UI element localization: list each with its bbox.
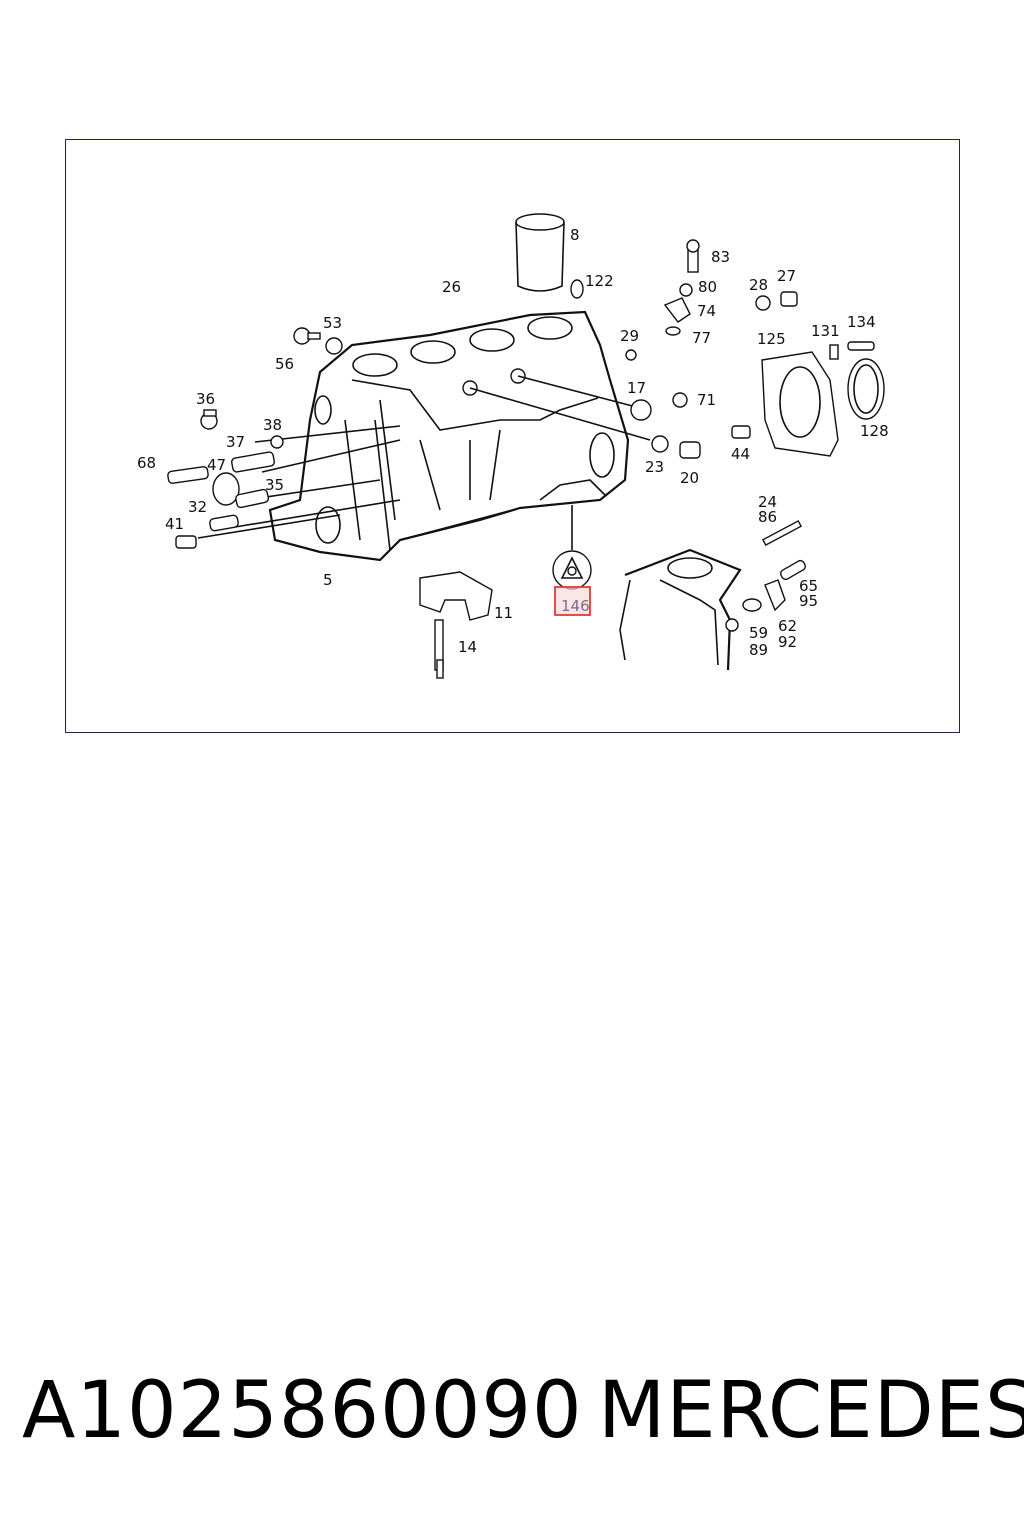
callout-86: 86 [758, 508, 777, 526]
right-upper-parts [625, 239, 798, 459]
callout-131: 131 [811, 322, 840, 340]
callout-26: 26 [442, 278, 461, 296]
callout-71: 71 [697, 391, 716, 409]
callout-122: 122 [585, 272, 614, 290]
callout-41: 41 [165, 515, 184, 533]
cylinder-liner-part [515, 213, 584, 299]
callout-59: 59 [749, 624, 768, 642]
rear-seal-housing-part [761, 341, 885, 457]
brand-name: MERCEDES [598, 1366, 1024, 1456]
callout-83: 83 [711, 248, 730, 266]
part-146-cover [552, 550, 592, 590]
callout-65: 65 [799, 577, 818, 595]
callout-89: 89 [749, 641, 768, 659]
callout-37: 37 [226, 433, 245, 451]
callout-56: 56 [275, 355, 294, 373]
callout-74: 74 [697, 302, 716, 320]
callout-53: 53 [323, 314, 342, 332]
callout-44: 44 [731, 445, 750, 463]
callout-24: 24 [758, 493, 777, 511]
callout-80: 80 [698, 278, 717, 296]
callout-125: 125 [757, 330, 786, 348]
callout-95: 95 [799, 592, 818, 610]
callout-labels: 8 122 26 53 56 36 38 37 68 47 35 32 41 5… [137, 226, 889, 659]
callout-68: 68 [137, 454, 156, 472]
engine-block [268, 310, 630, 562]
callout-8: 8 [570, 226, 580, 244]
callout-23: 23 [645, 458, 664, 476]
highlight-box-146 [554, 586, 591, 616]
left-small-parts [167, 327, 343, 549]
diagram-frame [65, 139, 960, 733]
callout-32: 32 [188, 498, 207, 516]
callout-28: 28 [749, 276, 768, 294]
callout-5: 5 [323, 571, 333, 589]
callout-27: 27 [777, 267, 796, 285]
callout-11: 11 [494, 604, 513, 622]
callout-146: 146 [561, 597, 590, 615]
callout-128: 128 [860, 422, 889, 440]
lower-right-parts [619, 520, 806, 671]
callout-47: 47 [207, 456, 226, 474]
bearing-cap-part [419, 571, 493, 679]
callout-38: 38 [263, 416, 282, 434]
callout-20: 20 [680, 469, 699, 487]
part-number: A1025860090 [22, 1366, 583, 1456]
callout-134: 134 [847, 313, 876, 331]
callout-36: 36 [196, 390, 215, 408]
callout-77: 77 [692, 329, 711, 347]
callout-17: 17 [627, 379, 646, 397]
callout-92: 92 [778, 633, 797, 651]
callout-29: 29 [620, 327, 639, 345]
callout-62: 62 [778, 617, 797, 635]
callout-14: 14 [458, 638, 477, 656]
callout-35: 35 [265, 476, 284, 494]
